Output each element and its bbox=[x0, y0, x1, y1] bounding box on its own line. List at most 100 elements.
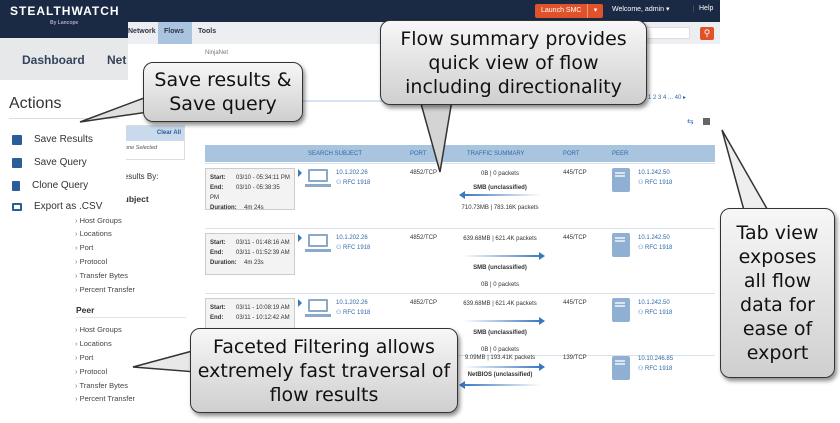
rfc-label: RFC 1918 bbox=[645, 245, 673, 251]
peer-rfc: ⚇ RFC 1918 bbox=[638, 180, 673, 186]
facet-callout-tail bbox=[132, 349, 197, 373]
subject-ip[interactable]: 10.1.202.26 bbox=[336, 235, 368, 241]
help-link[interactable]: Help bbox=[693, 5, 713, 12]
start-label: Start: bbox=[210, 240, 226, 246]
col-traffic-summary[interactable]: TRAFFIC SUMMARY bbox=[467, 151, 525, 157]
laptop-icon bbox=[305, 169, 331, 187]
nav-dashboard[interactable]: Dashboard bbox=[22, 53, 85, 67]
peer-ip[interactable]: 10.1.242.50 bbox=[638, 235, 670, 241]
application: SMB (unclassified) bbox=[473, 330, 527, 336]
label: Save Query bbox=[34, 157, 87, 168]
swap-icon[interactable]: ⇆ bbox=[687, 117, 694, 126]
col-port[interactable]: PORT bbox=[410, 151, 427, 157]
nav-net[interactable]: Net bbox=[107, 53, 127, 67]
end-time: 03/11 - 10:12:42 AM bbox=[236, 315, 290, 321]
rfc-label: RFC 1918 bbox=[343, 310, 371, 316]
traffic-bottom: 710.73MB | 783.16K packets bbox=[461, 205, 539, 211]
label: Save Results bbox=[34, 134, 93, 145]
facet-peer-host-groups[interactable]: Host Groups bbox=[75, 325, 122, 334]
peer-ip[interactable]: 10.1.242.50 bbox=[638, 300, 670, 306]
arrow-right-icon bbox=[463, 252, 545, 260]
rfc-label: RFC 1918 bbox=[343, 245, 371, 251]
clear-all-button[interactable]: Clear All bbox=[156, 130, 181, 136]
logo-text: STEALTHWATCH bbox=[10, 4, 120, 18]
duration: 4m 24s bbox=[244, 205, 264, 211]
clone-icon bbox=[12, 180, 20, 191]
facet-subject-percent-transfer[interactable]: Percent Transfer bbox=[75, 285, 135, 294]
traffic-top: 9.09MB | 193.41K packets bbox=[464, 355, 536, 361]
start-time: 03/11 - 10:08:19 AM bbox=[236, 305, 290, 311]
traffic-top: 639.68MB | 621.4K packets bbox=[463, 236, 537, 242]
subject-rfc: ⚇ RFC 1918 bbox=[336, 245, 371, 251]
application: SMB (unclassified) bbox=[473, 185, 527, 191]
subject-ip[interactable]: 10.1.202.26 bbox=[336, 170, 368, 176]
stealthwatch-logo[interactable]: STEALTHWATCH By Lancope bbox=[0, 0, 128, 38]
end-label: End: bbox=[210, 315, 224, 321]
breadcrumb[interactable]: NinjaNet bbox=[205, 50, 229, 56]
save-query-button[interactable]: Save Query bbox=[12, 157, 87, 168]
save-results-button[interactable]: Save Results bbox=[12, 134, 93, 145]
server-icon bbox=[612, 356, 630, 380]
caret-down-icon[interactable]: ▾ bbox=[587, 4, 603, 18]
tab-view-callout: Tab view exposes all flow data for ease … bbox=[720, 208, 835, 378]
arrow-left-icon bbox=[459, 191, 541, 199]
peer-port: 445/TCP bbox=[563, 300, 587, 306]
facet-peer-protocol[interactable]: Protocol bbox=[75, 367, 108, 376]
logo-sub: By Lancope bbox=[50, 20, 79, 26]
export-csv-button[interactable]: Export as .CSV bbox=[12, 201, 102, 212]
col-peer[interactable]: PEER bbox=[612, 151, 629, 157]
nav-tools[interactable]: Tools bbox=[198, 28, 217, 35]
clone-query-button[interactable]: Clone Query bbox=[12, 180, 88, 191]
expand-icon[interactable] bbox=[298, 234, 302, 242]
start-time: 03/10 - 05:34:11 PM bbox=[236, 175, 290, 181]
divider bbox=[76, 317, 186, 318]
launch-label: Launch SMC bbox=[541, 7, 582, 14]
col-peer-port[interactable]: PORT bbox=[563, 151, 580, 157]
filters-panel: Clear All None Selected bbox=[118, 125, 185, 160]
expand-icon[interactable] bbox=[298, 299, 302, 307]
pagination[interactable]: 1 2 3 4 ... 40 ▸ bbox=[648, 95, 687, 101]
label: Clone Query bbox=[32, 180, 89, 191]
subject-ip[interactable]: 10.1.202.26 bbox=[336, 300, 368, 306]
facet-subject-host-groups[interactable]: Host Groups bbox=[75, 216, 122, 225]
facet-subject-protocol[interactable]: Protocol bbox=[75, 257, 108, 266]
flow-summary-callout: Flow summary provides quick view of flow… bbox=[380, 20, 647, 105]
server-icon bbox=[612, 298, 630, 322]
tab-view-icon[interactable] bbox=[703, 118, 710, 125]
duration-label: Duration: bbox=[210, 260, 237, 266]
save-icon bbox=[12, 134, 22, 145]
peer-port: 139/TCP bbox=[563, 355, 587, 361]
application: SMB (unclassified) bbox=[473, 265, 527, 271]
facet-subject-locations[interactable]: Locations bbox=[75, 229, 112, 238]
start-label: Start: bbox=[210, 305, 226, 311]
server-icon bbox=[612, 233, 630, 257]
facet-subject-transfer-bytes[interactable]: Transfer Bytes bbox=[75, 271, 128, 280]
nav-network[interactable]: Network bbox=[128, 28, 156, 35]
expand-icon[interactable] bbox=[298, 169, 302, 177]
facet-peer-port[interactable]: Port bbox=[75, 353, 94, 362]
subject-heading: Subject bbox=[118, 194, 149, 204]
faceted-filtering-callout: Faceted Filtering allows extremely fast … bbox=[190, 328, 458, 413]
col-search-subject[interactable]: SEARCH SUBJECT bbox=[308, 151, 363, 157]
traffic-top: 0B | 0 packets bbox=[481, 171, 519, 177]
laptop-icon bbox=[305, 299, 331, 317]
peer-ip[interactable]: 10.1.242.50 bbox=[638, 170, 670, 176]
facet-peer-locations[interactable]: Locations bbox=[75, 339, 112, 348]
tab-callout-tail bbox=[721, 129, 772, 215]
facet-subject-port[interactable]: Port bbox=[75, 243, 94, 252]
search-icon[interactable]: ⚲ bbox=[700, 27, 714, 40]
user-menu[interactable]: Welcome, admin ▾ bbox=[612, 6, 670, 13]
peer-ip[interactable]: 10.10.246.85 bbox=[638, 356, 674, 362]
traffic-bottom: 0B | 0 packets bbox=[481, 282, 519, 288]
nav-flows[interactable]: Flows bbox=[158, 22, 192, 44]
laptop-icon bbox=[305, 234, 331, 252]
facet-peer-transfer-bytes[interactable]: Transfer Bytes bbox=[75, 381, 128, 390]
facet-peer-percent-transfer[interactable]: Percent Transfer bbox=[75, 394, 135, 403]
launch-smc-button[interactable]: Launch SMC ▾ bbox=[535, 4, 603, 18]
filters-selected: None Selected bbox=[121, 145, 158, 151]
table-header: SEARCH SUBJECT PORT TRAFFIC SUMMARY PORT… bbox=[205, 145, 715, 162]
